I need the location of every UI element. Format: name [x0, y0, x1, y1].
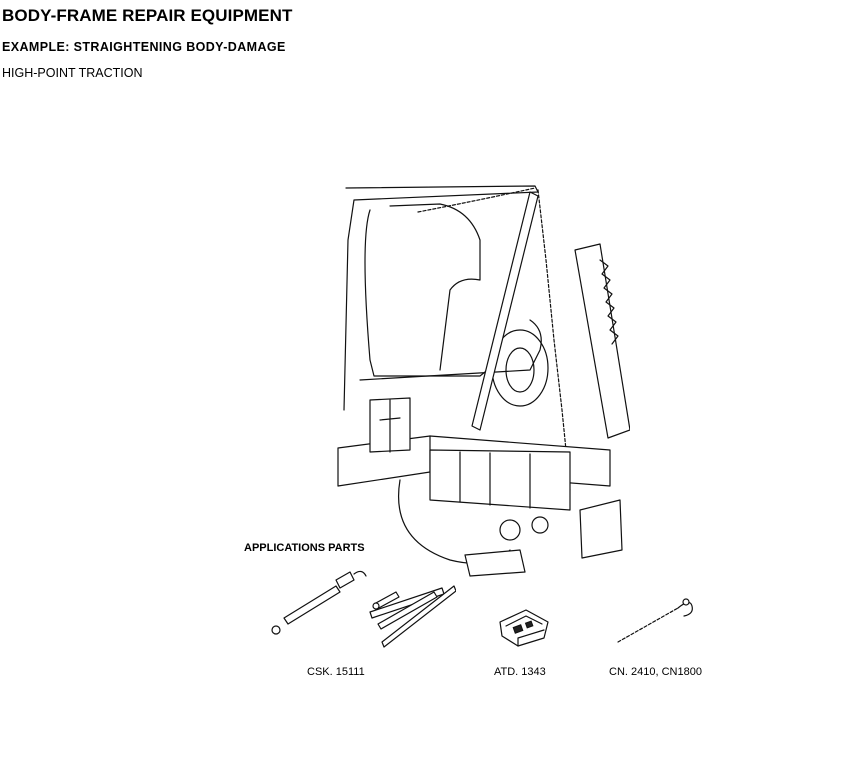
part-code-cn: CN. 2410, CN1800: [609, 666, 702, 678]
applications-parts-heading: APPLICATIONS PARTS: [244, 542, 365, 554]
part-code-csk: CSK. 15111: [307, 666, 365, 678]
clamp-adapter-icon: [496, 604, 552, 648]
page-title: BODY-FRAME REPAIR EQUIPMENT: [2, 6, 293, 25]
traction-caption: HIGH-POINT TRACTION: [2, 66, 143, 80]
part-code-atd: ATD. 1343: [494, 666, 546, 678]
extension-rods-icon: [266, 560, 456, 660]
chain-hook-icon: [614, 594, 698, 646]
example-subtitle: EXAMPLE: STRAIGHTENING BODY-DAMAGE: [2, 40, 286, 54]
straightening-illustration: [330, 180, 630, 580]
